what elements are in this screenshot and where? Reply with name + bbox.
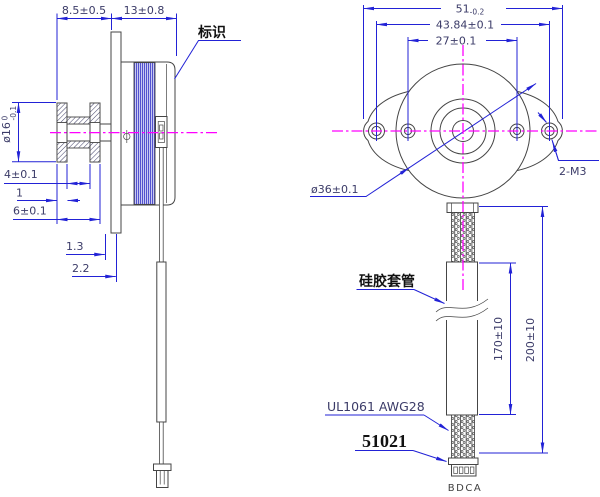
label-marking: 标识	[174, 24, 241, 80]
wire-bundle-lower	[451, 414, 475, 459]
wire-connector-front	[448, 457, 479, 477]
dim-flange-thickness-text: 1	[16, 187, 23, 200]
pulley-hub-top	[66, 116, 91, 125]
dim-pulley-width: 6±0.1	[13, 164, 101, 224]
wire-sleeve-side	[156, 261, 167, 423]
dim-pulley-diameter: ø16 0 -0.1	[0, 102, 56, 163]
label-wire-spec: UL1061 AWG28	[325, 399, 449, 431]
dim-pulley-dia-text: ø16	[0, 122, 13, 143]
dim-overall-length-text: 200±10	[524, 318, 537, 362]
dim-sleeve-length-text: 170±10	[492, 317, 505, 361]
pulley-hub-bottom	[66, 140, 91, 149]
label-mount-holes: 2-M3	[537, 112, 599, 178]
dim-inner-hole-spacing-text: 27±0.1	[436, 35, 477, 48]
dim-body-diameter: ø36±0.1	[310, 83, 537, 197]
label-wire-spec-text: UL1061 AWG28	[327, 399, 425, 414]
sleeve-break-symbol	[435, 298, 489, 322]
dim-overall-width-text: 51-0.2	[456, 3, 485, 17]
center-mark	[123, 130, 131, 143]
wire-sleeve-front	[446, 261, 478, 416]
dim-groove-width-text: 4±0.1	[4, 168, 38, 181]
dim-inner-hole-spacing: 27±0.1	[407, 35, 518, 141]
dim-body-diameter-text: ø36±0.1	[311, 183, 358, 196]
label-pin-marking-text: BDCA	[448, 483, 482, 494]
label-sleeve-text: 硅胶套管	[359, 273, 415, 290]
dim-wire-offset-2-text: 2.2	[72, 262, 90, 275]
dim-overall-length: 200±10	[479, 206, 548, 454]
dim-wire-offset-2: 2.2	[72, 234, 117, 282]
side-view: 8.5±0.5 13±0.8 ø16 0 -0.1 4±0.1 1	[0, 4, 241, 488]
pulley-flange-right	[89, 102, 101, 123]
dim-groove-width: 4±0.1	[4, 164, 91, 189]
dim-flange-thickness: 1	[16, 187, 80, 203]
front-view: BDCA 51-0.2 43.84±0.1 27±0.1 ø	[310, 3, 599, 494]
lead-wire-side	[153, 147, 172, 488]
dim-pulley-dia-tol-upper: 0	[1, 116, 10, 121]
dim-shaft-side: 8.5±0.5 13±0.8	[56, 4, 177, 100]
dim-pulley-width-text: 6±0.1	[13, 205, 47, 218]
dim-mount-hole-spacing: 43.84±0.1	[376, 19, 550, 141]
label-sleeve: 硅胶套管	[356, 273, 445, 304]
label-marking-text: 标识	[197, 24, 226, 41]
label-connector-text: 51021	[362, 431, 407, 451]
dim-wire-offset-1-text: 1.3	[66, 240, 84, 253]
label-connector: 51021	[355, 431, 447, 462]
label-mount-holes-text: 2-M3	[559, 165, 586, 178]
dim-wire-offset-1: 1.3	[66, 234, 106, 260]
wire-connector-side	[153, 463, 172, 488]
dim-sleeve-length: 170±10	[479, 262, 516, 415]
dim-overall-width: 51-0.2	[363, 3, 563, 119]
dim-body-depth-text: 13±0.8	[124, 4, 165, 17]
coil-winding	[133, 62, 156, 205]
dim-shaft-side-text: 8.5±0.5	[62, 4, 106, 17]
dim-mount-hole-spacing-text: 43.84±0.1	[436, 19, 494, 32]
pulley-flange-left	[56, 102, 68, 123]
dim-pulley-dia-tol-lower: -0.1	[9, 106, 18, 121]
